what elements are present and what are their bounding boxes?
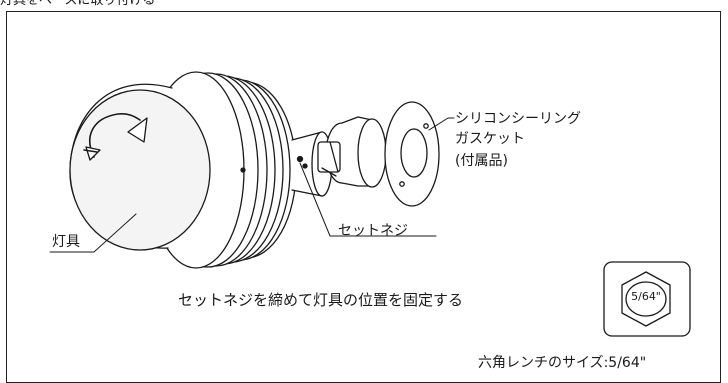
set-screw-label: セットネジ bbox=[338, 223, 408, 239]
fixture-label: 灯具 bbox=[52, 234, 80, 250]
hex-wrench-badge bbox=[603, 261, 691, 337]
hex-size-marking: 5/64" bbox=[631, 290, 661, 303]
gasket-label-line1: シリコンシーリング bbox=[455, 111, 581, 127]
wrench-size-caption: 六角レンチのサイズ:5/64" bbox=[478, 355, 647, 371]
leader-lines bbox=[49, 117, 455, 253]
instruction-text: セットネジを締めて灯具の位置を固定する bbox=[178, 291, 464, 309]
set-screw-hole bbox=[296, 155, 304, 163]
silicone-gasket bbox=[384, 101, 440, 207]
gasket-label-line2: ガスケット bbox=[455, 131, 525, 147]
gasket-label-line3: (付属品) bbox=[455, 153, 508, 169]
mounting-base bbox=[317, 116, 413, 188]
rotation-arrow bbox=[83, 113, 148, 161]
page-heading: 灯具をベースに取り付ける bbox=[0, 0, 156, 8]
